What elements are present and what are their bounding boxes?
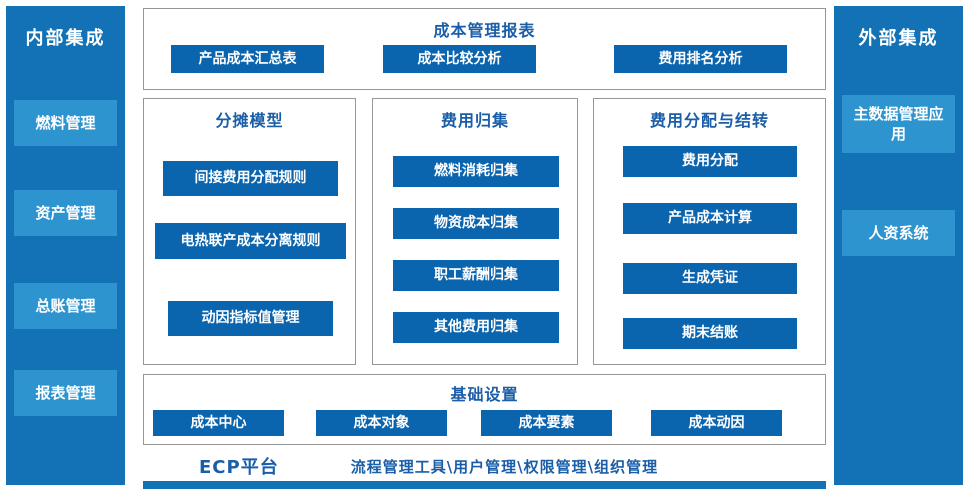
module-master-data-management: 主数据管理应用: [842, 95, 955, 153]
module-period-end-closing: 期末结账: [623, 318, 797, 349]
section-expense-collection: 费用归集 燃料消耗归集 物资成本归集 职工薪酬归集 其他费用归集: [372, 98, 578, 365]
module-cost-center: 成本中心: [153, 410, 284, 436]
ecp-platform-name: ECP平台: [199, 457, 279, 478]
module-chp-cost-separation-rules: 电热联产成本分离规则: [155, 223, 346, 259]
module-material-cost-collection: 物资成本归集: [393, 208, 559, 239]
external-integration-title: 外部集成: [858, 28, 939, 49]
ecp-platform-tools: 流程管理工具\用户管理\权限管理\组织管理: [350, 457, 659, 476]
module-asset-management: 资产管理: [14, 190, 117, 236]
module-employee-compensation-collection: 职工薪酬归集: [393, 260, 559, 291]
section-title-expense-collection: 费用归集: [440, 111, 509, 130]
section-title-cost-management-reports: 成本管理报表: [433, 21, 536, 40]
internal-integration-panel: 内部集成 燃料管理 资产管理 总账管理 报表管理: [6, 6, 125, 485]
section-title-expense-allocation-carryover: 费用分配与结转: [649, 111, 769, 130]
module-report-management: 报表管理: [14, 370, 117, 416]
module-cost-driver: 成本动因: [651, 410, 782, 436]
module-hr-system: 人资系统: [842, 210, 955, 256]
section-title-allocation-model: 分摊模型: [215, 111, 284, 130]
module-cost-comparison-analysis: 成本比较分析: [383, 45, 536, 73]
module-indirect-expense-allocation-rules: 间接费用分配规则: [163, 161, 338, 196]
module-fuel-consumption-collection: 燃料消耗归集: [393, 156, 559, 187]
module-fuel-management: 燃料管理: [14, 100, 117, 146]
bottom-divider-strip: [143, 481, 826, 489]
section-basic-settings: 基础设置 成本中心 成本对象 成本要素 成本动因: [143, 374, 826, 445]
section-cost-management-reports: 成本管理报表 产品成本汇总表 成本比较分析 费用排名分析: [143, 8, 826, 90]
section-allocation-model: 分摊模型 间接费用分配规则 电热联产成本分离规则 动因指标值管理: [143, 98, 356, 365]
module-cost-element: 成本要素: [481, 410, 612, 436]
module-expense-allocation: 费用分配: [623, 146, 797, 177]
ecp-platform-bar: ECP平台 流程管理工具\用户管理\权限管理\组织管理: [143, 452, 826, 480]
internal-integration-title: 内部集成: [25, 28, 106, 49]
section-expense-allocation-carryover: 费用分配与结转 费用分配 产品成本计算 生成凭证 期末结账: [593, 98, 826, 365]
module-expense-ranking-analysis: 费用排名分析: [614, 45, 787, 73]
external-integration-panel: 外部集成 主数据管理应用 人资系统: [834, 6, 963, 485]
module-general-ledger-management: 总账管理: [14, 283, 117, 329]
module-product-cost-calculation: 产品成本计算: [623, 203, 797, 234]
module-cost-object: 成本对象: [316, 410, 447, 436]
module-other-expense-collection: 其他费用归集: [393, 312, 559, 343]
module-driver-indicator-value-management: 动因指标值管理: [168, 301, 333, 336]
module-product-cost-summary: 产品成本汇总表: [171, 45, 324, 73]
module-voucher-generation: 生成凭证: [623, 263, 797, 294]
section-title-basic-settings: 基础设置: [450, 385, 519, 404]
